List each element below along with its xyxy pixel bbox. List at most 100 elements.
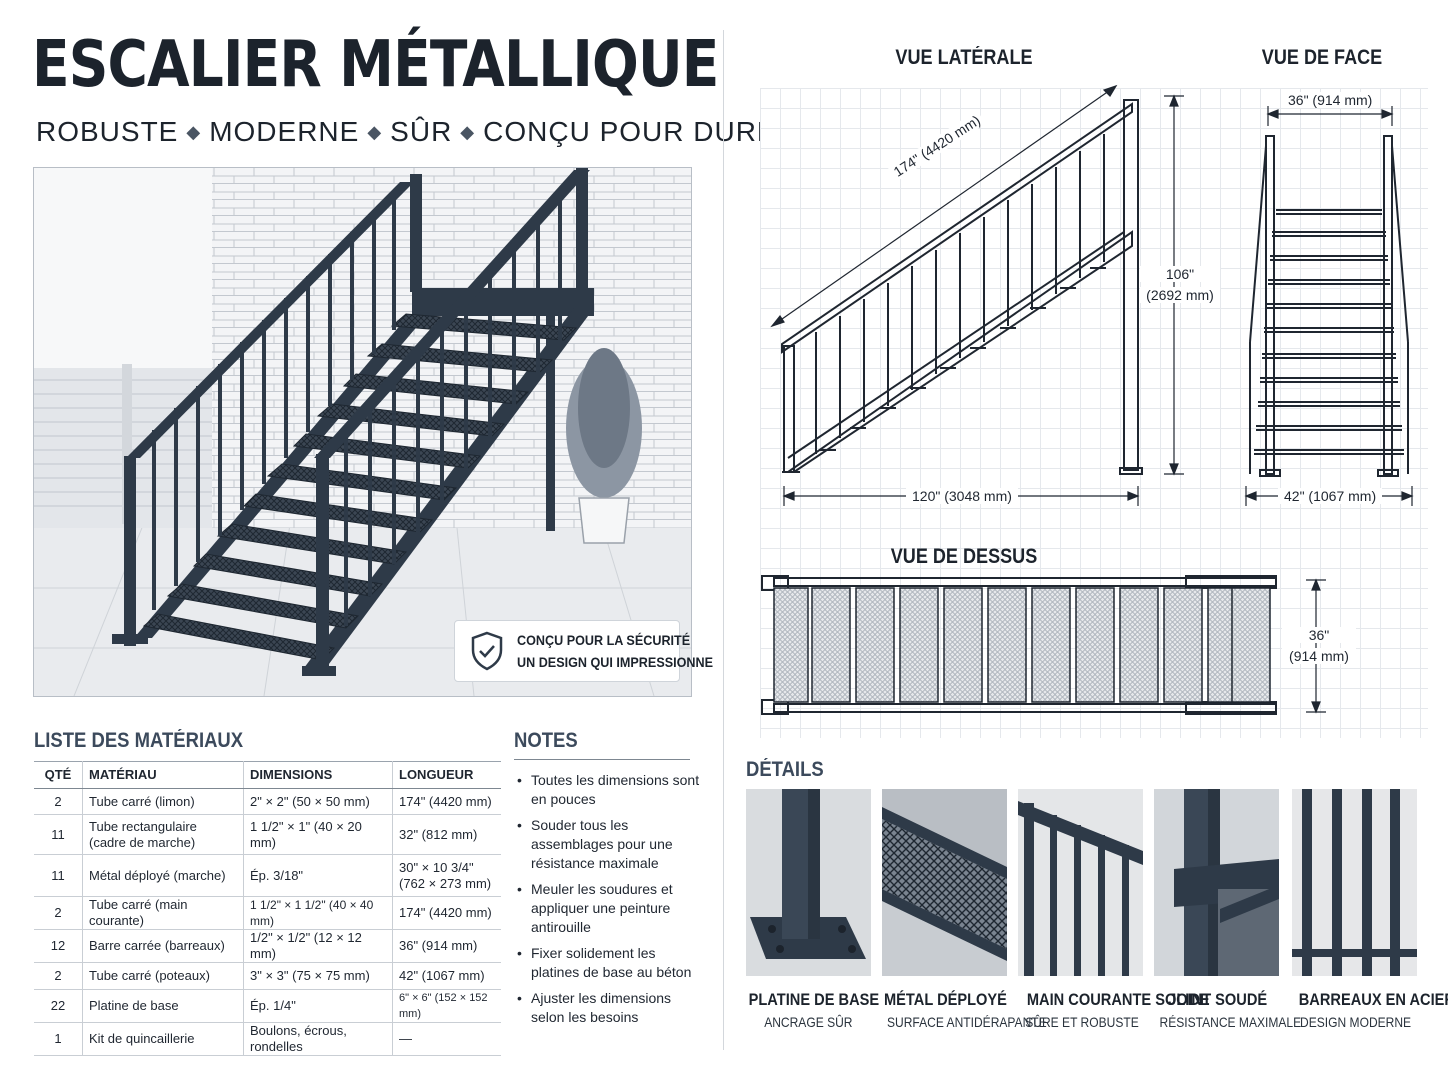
bom-col-length: LONGUEUR: [392, 761, 501, 789]
bom-cell: Kit de quincaillerie: [82, 1022, 244, 1056]
balusters-picture: [1292, 789, 1417, 976]
bom-cell: 1/2" × 1/2" (12 × 12 mm): [243, 929, 393, 963]
bom-col-qty: QTÉ: [34, 761, 83, 789]
bom-cell: Ép. 1/4": [243, 989, 393, 1023]
bom-cell: Métal déployé (marche): [82, 854, 244, 897]
diamond-separator-icon: ◆: [186, 122, 202, 142]
safety-badge: CONÇU POUR LA SÉCURITÉ UN DESIGN QUI IMP…: [454, 620, 713, 682]
handrail-picture: [1018, 789, 1143, 976]
bom-title: LISTE DES MATÉRIAUX: [34, 729, 244, 752]
bom-cell: 30" × 10 3/4" (762 × 273 mm): [392, 854, 501, 897]
diamond-separator-icon: ◆: [367, 122, 383, 142]
detail-balusters-image: [1292, 789, 1417, 976]
table-row: 1 Kit de quincaillerie Boulons, écrous, …: [34, 1022, 501, 1056]
page-title: ESCALIER MÉTALLIQUE: [32, 28, 719, 102]
bom-cell: 1: [34, 1022, 83, 1056]
table-row: 2 Tube carré (limon) 2" × 2" (50 × 50 mm…: [34, 788, 501, 815]
expanded-metal-picture: [882, 789, 1007, 976]
bom-table: QTÉ MATÉRIAU DIMENSIONS LONGUEUR 2 Tube …: [34, 761, 501, 1056]
detail-subtitle: SURFACE ANTIDÉRAPANTE: [886, 1014, 1047, 1030]
bom-header-row: QTÉ MATÉRIAU DIMENSIONS LONGUEUR: [34, 761, 501, 789]
bom-cell: 6" × 6" (152 × 152 mm): [392, 989, 501, 1023]
bom-col-dimensions: DIMENSIONS: [243, 761, 393, 789]
list-item: Meuler les soudures et appliquer une pei…: [514, 880, 704, 937]
table-row: 2 Tube carré (main courante) 1 1/2" × 1 …: [34, 896, 501, 930]
list-item: Ajuster les dimensions selon les besoins: [514, 989, 704, 1027]
list-item: Fixer solidement les platines de base au…: [514, 944, 704, 982]
bom-cell: 32" (812 mm): [392, 814, 501, 855]
base-plate-picture: [746, 789, 871, 976]
shield-check-icon: [471, 631, 503, 671]
bom-cell: 174" (4420 mm): [392, 788, 501, 815]
bom-cell: 3" × 3" (75 × 75 mm): [243, 962, 393, 990]
bom-cell: Tube carré (main courante): [82, 896, 244, 930]
height-label-in: 106": [1140, 266, 1220, 282]
table-row: 2 Tube carré (poteaux) 3" × 3" (75 × 75 …: [34, 962, 501, 990]
bom-cell: Boulons, écrous, rondelles: [243, 1022, 393, 1056]
detail-expanded-metal-image: [882, 789, 1007, 976]
front-view-title: VUE DE FACE: [1261, 46, 1383, 69]
staircase-illustration: [33, 167, 692, 697]
bom-table-wrap: QTÉ MATÉRIAU DIMENSIONS LONGUEUR 2 Tube …: [34, 761, 501, 1056]
detail-welded-joint-image: [1154, 789, 1279, 976]
top-width-label-mm: (914 mm): [1282, 648, 1356, 664]
bom-cell: 174" (4420 mm): [392, 896, 501, 930]
bom-cell: 2: [34, 896, 83, 930]
front-base-width-label: 42" (1067 mm): [1278, 488, 1383, 504]
notes-list: Toutes les dimensions sont en pouces Sou…: [514, 771, 704, 1034]
bom-cell: 22: [34, 989, 83, 1023]
bom-cell: Tube carré (poteaux): [82, 962, 244, 990]
table-row: 11 Métal déployé (marche) Ép. 3/18" 30" …: [34, 854, 501, 897]
detail-title: MÉTAL DÉPLOYÉ: [884, 990, 1007, 1009]
details-title: DÉTAILS: [746, 758, 824, 781]
side-view-title: VUE LATÉRALE: [895, 46, 1033, 69]
detail-subtitle: DESIGN MODERNE: [1300, 1014, 1412, 1030]
staircase-render: [34, 168, 691, 696]
bom-cell: 2: [34, 962, 83, 990]
tagline-item: ROBUSTE: [36, 116, 179, 147]
detail-subtitle: SÛRE ET ROBUSTE: [1025, 1014, 1139, 1030]
bom-cell: Barre carrée (barreaux): [82, 929, 244, 963]
table-row: 22 Platine de base Ép. 1/4" 6" × 6" (152…: [34, 989, 501, 1023]
badge-line-2: UN DESIGN QUI IMPRESSIONNE: [517, 654, 714, 670]
detail-subtitle: RÉSISTANCE MAXIMALE: [1159, 1014, 1302, 1030]
bom-cell: 2" × 2" (50 × 50 mm): [243, 788, 393, 815]
table-row: 11 Tube rectangulaire (cadre de marche) …: [34, 814, 501, 855]
bom-cell: 11: [34, 854, 83, 897]
bom-cell: 11: [34, 814, 83, 855]
notes-title: NOTES: [514, 729, 578, 752]
welded-joint-picture: [1154, 789, 1279, 976]
bom-cell: Tube rectangulaire (cadre de marche): [82, 814, 244, 855]
front-top-width-label: 36" (914 mm): [1282, 92, 1379, 108]
top-view-drawing: [761, 575, 1326, 715]
run-label: 120" (3048 mm): [906, 488, 1018, 504]
list-item: Toutes les dimensions sont en pouces: [514, 771, 704, 809]
bom-col-material: MATÉRIAU: [82, 761, 244, 789]
list-item: Souder tous les assemblages pour une rés…: [514, 816, 704, 873]
bom-cell: 1 1/2" × 1" (40 × 20 mm): [243, 814, 393, 855]
notes-rule: [514, 759, 690, 760]
tagline: ROBUSTE ◆ MODERNE ◆ SÛR ◆ CONÇU POUR DURER: [36, 116, 798, 148]
detail-handrail-image: [1018, 789, 1143, 976]
bom-cell: 42" (1067 mm): [392, 962, 501, 990]
top-view-title: VUE DE DESSUS: [890, 545, 1038, 568]
tagline-item: CONÇU POUR DURER: [483, 116, 798, 147]
top-width-label-in: 36": [1282, 627, 1356, 643]
bom-cell: Ép. 3/18": [243, 854, 393, 897]
bom-cell: Platine de base: [82, 989, 244, 1023]
diamond-separator-icon: ◆: [460, 122, 476, 142]
bom-cell: 1 1/2" × 1 1/2" (40 × 40 mm): [243, 896, 393, 930]
detail-subtitle: ANCRAGE SÛR: [763, 1014, 853, 1030]
side-view-drawing: [770, 84, 1184, 506]
front-view-drawing: [1244, 106, 1414, 506]
detail-base-plate-image: [746, 789, 871, 976]
tagline-item: MODERNE: [209, 116, 360, 147]
height-label-mm: (2692 mm): [1140, 287, 1220, 303]
bom-cell: 12: [34, 929, 83, 963]
tagline-item: SÛR: [390, 116, 453, 147]
badge-line-1: CONÇU POUR LA SÉCURITÉ: [517, 632, 691, 648]
table-row: 12 Barre carrée (barreaux) 1/2" × 1/2" (…: [34, 929, 501, 963]
detail-title: MAIN COURANTE SOLIDE: [1026, 990, 1210, 1009]
bom-cell: Tube carré (limon): [82, 788, 244, 815]
detail-title: BARREAUX EN ACIER: [1298, 990, 1448, 1009]
